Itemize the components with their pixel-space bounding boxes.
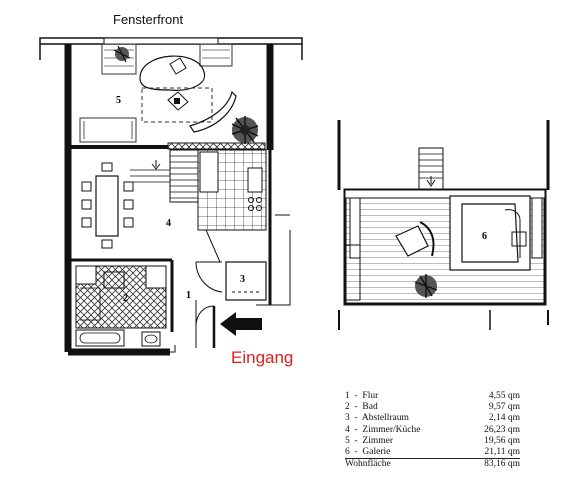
coffee-table xyxy=(167,91,189,111)
sofa xyxy=(139,55,206,91)
entrance-arrow-icon xyxy=(220,312,262,336)
legend-row: 4 - Zimmer/Küche 26,23 qm xyxy=(345,425,520,436)
legend-total-label: Wohnfläche xyxy=(345,459,391,470)
door-swing xyxy=(195,261,223,293)
sink xyxy=(247,167,263,193)
ground-floor-plan: 5 4 xyxy=(39,37,303,356)
upper-floor-plan: 6 xyxy=(337,120,550,330)
plant-icon xyxy=(414,274,438,298)
gallery-railing xyxy=(167,142,266,150)
legend-label: 6 - Galerie xyxy=(345,446,391,457)
dining-table xyxy=(81,162,134,249)
legend-label: 1 - Flur xyxy=(345,391,379,401)
legend-area: 2,14 qm xyxy=(488,413,520,424)
legend-label: 2 - Bad xyxy=(345,402,378,413)
legend-label: 3 - Abstellraum xyxy=(345,413,409,424)
legend-area: 19,56 qm xyxy=(484,435,520,446)
entrance-label: Eingang xyxy=(231,348,293,367)
room-2-number: 2 xyxy=(123,293,128,304)
room-3-number: 3 xyxy=(240,274,245,285)
legend-area: 21,11 qm xyxy=(484,446,520,457)
legend-row: 2 - Bad 9,57 qm xyxy=(345,402,520,413)
legend-total-row: Wohnfläche 83,16 qm xyxy=(345,459,520,470)
legend-area: 9,57 qm xyxy=(488,402,520,413)
legend-total-area: 83,16 qm xyxy=(484,459,520,470)
legend-label: 5 - Zimmer xyxy=(345,435,394,446)
legend-area: 26,23 qm xyxy=(484,424,520,435)
legend-row: 3 - Abstellraum 2,14 qm xyxy=(345,413,520,424)
room-6-number: 6 xyxy=(482,231,487,242)
legend-area: 4,55 qm xyxy=(488,391,520,401)
window-front-label: Fensterfront xyxy=(113,12,183,27)
area-legend: 1 - Flur 4,55 qm 2 - Bad 9,57 qm 3 - Abs… xyxy=(345,391,520,470)
bathroom xyxy=(75,265,167,347)
gallery-staircase xyxy=(418,147,444,193)
plant-icon xyxy=(231,116,259,144)
toilet xyxy=(141,331,161,347)
legend-row: 6 - Galerie 21,11 qm xyxy=(345,446,520,460)
room-5-number: 5 xyxy=(116,95,121,106)
curved-lounge-chair xyxy=(189,90,237,133)
storage-room xyxy=(225,261,267,301)
room-1-number: 1 xyxy=(186,290,191,301)
armchair-icon xyxy=(395,225,429,257)
room-4-number: 4 xyxy=(166,218,171,229)
staircase xyxy=(130,149,199,203)
sideboard xyxy=(79,117,137,143)
bed-icon xyxy=(461,203,519,263)
kitchen-counter xyxy=(199,151,219,193)
armchair-right xyxy=(199,43,233,67)
plant-icon xyxy=(113,45,131,63)
legend-row: 5 - Zimmer 19,56 qm xyxy=(345,436,520,447)
rug xyxy=(141,87,213,123)
legend-row: 1 - Flur 4,55 qm xyxy=(345,391,520,402)
armchair-left xyxy=(101,43,137,75)
legend-label: 4 - Zimmer/Küche xyxy=(345,424,421,435)
bathtub xyxy=(75,329,125,347)
